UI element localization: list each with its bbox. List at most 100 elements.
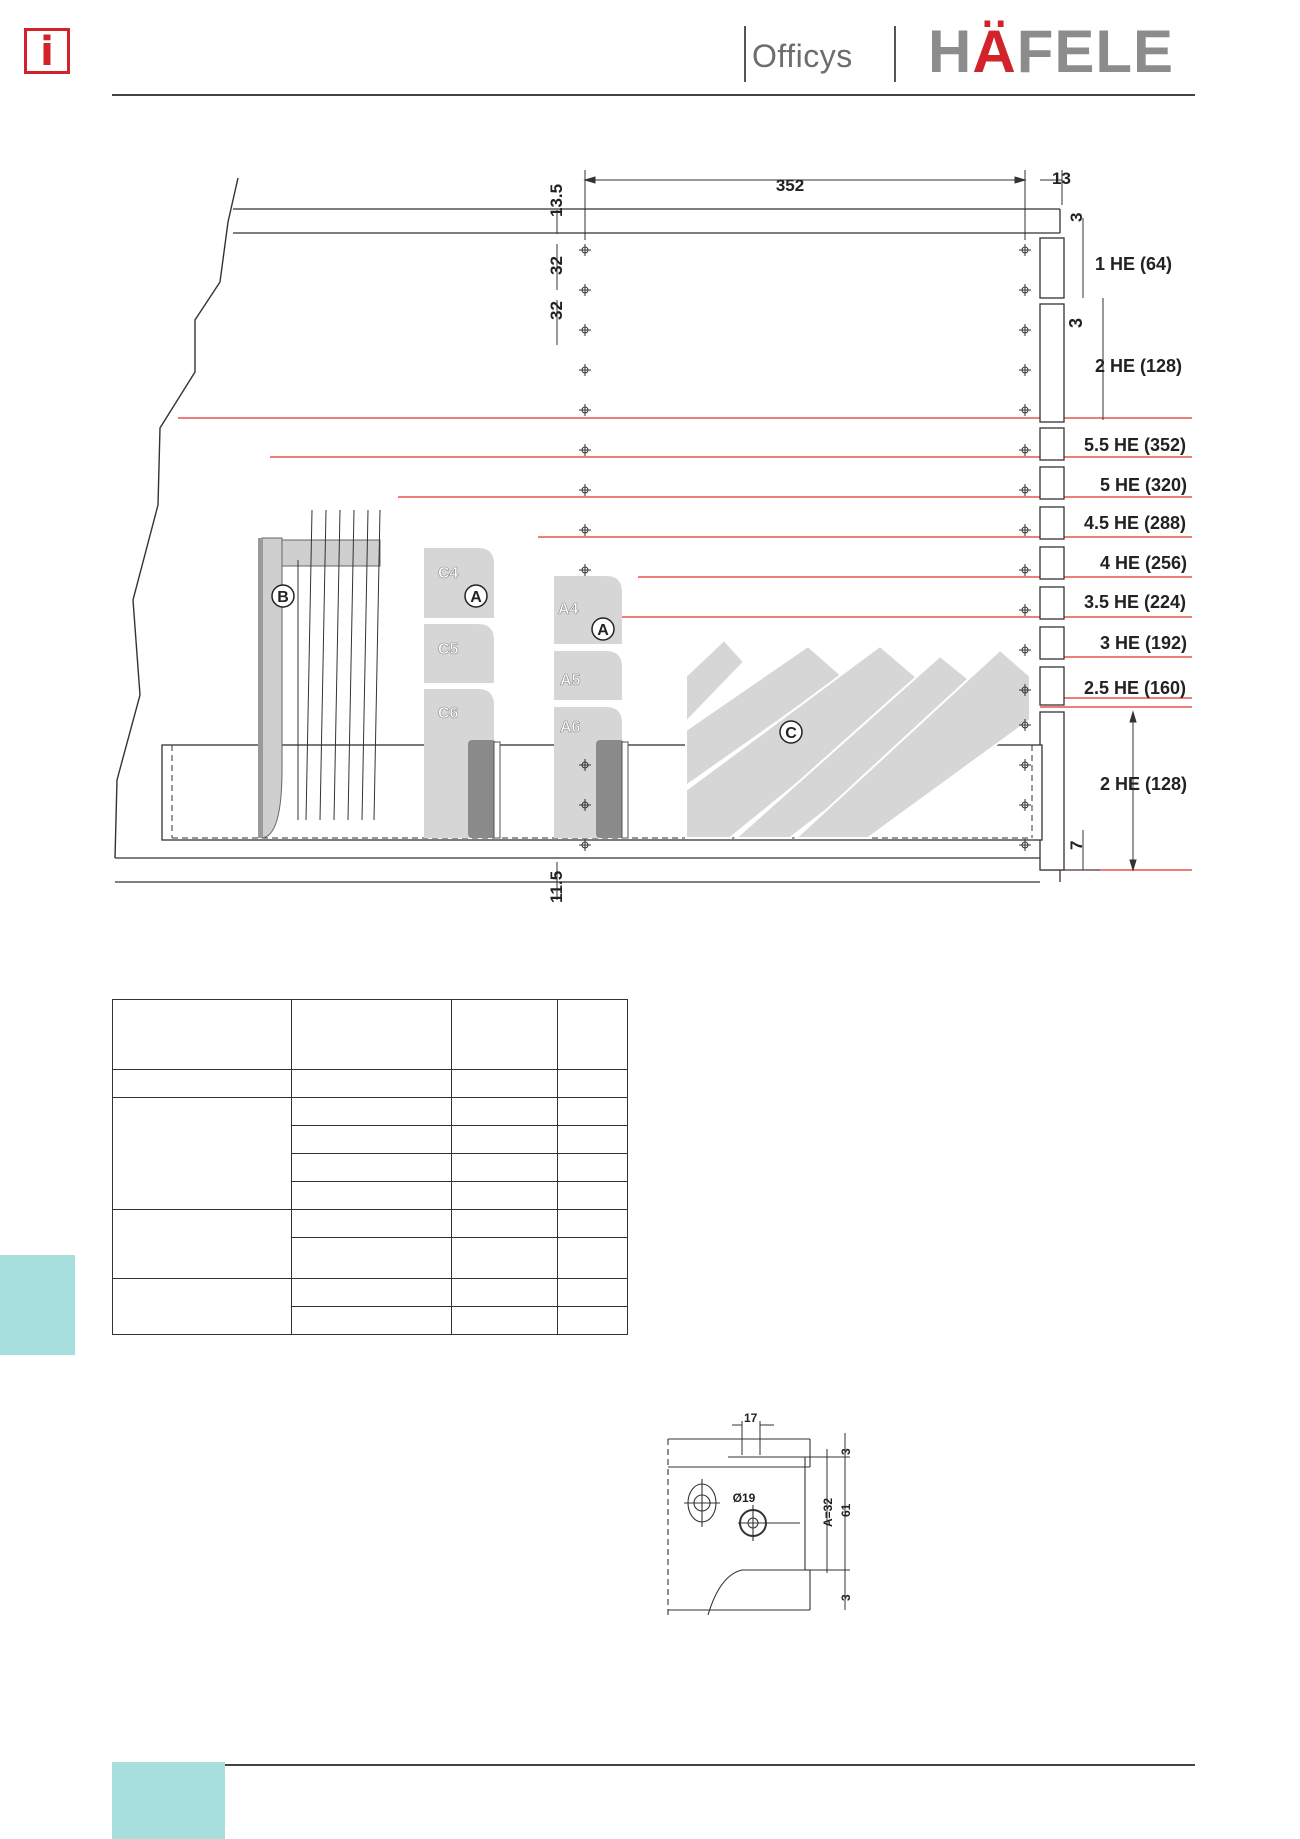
table-cell — [451, 999, 558, 1070]
table-cell — [291, 1306, 452, 1335]
hole-markers — [579, 244, 1031, 851]
he-label-2-5: 2.5 HE (160) — [1084, 678, 1186, 698]
dim-top-span: 352 — [776, 176, 804, 195]
footer-section-tab — [112, 1762, 225, 1839]
table-cell — [291, 1209, 452, 1238]
he-label-gap: 3 — [1066, 318, 1086, 328]
table-cell — [451, 1209, 558, 1238]
callout-a-circle-2 — [591, 617, 615, 641]
he-reference-lines — [178, 417, 1192, 871]
table-cell — [291, 1278, 452, 1307]
he-label-4-5: 4.5 HE (288) — [1084, 513, 1186, 533]
folder-label-a4: A4 — [558, 601, 579, 618]
callout-a-2: A — [597, 622, 609, 639]
table-cell — [557, 1153, 628, 1182]
table-row — [112, 1209, 628, 1279]
table-cell — [557, 1097, 628, 1126]
brand-logo-pre: H — [928, 18, 973, 85]
table-cell — [557, 1278, 628, 1307]
table-cell — [291, 999, 452, 1070]
he-label-2-bottom: 2 HE (128) — [1100, 774, 1187, 794]
brand-logo: HÄFELE — [928, 20, 1174, 84]
table-cell — [557, 999, 628, 1070]
table-cell — [451, 1125, 558, 1154]
table-cell — [451, 1181, 558, 1210]
dim-pitch-b: 32 — [547, 301, 566, 320]
table-cell — [112, 1069, 292, 1098]
brand-logo-post: FELE — [1016, 18, 1175, 85]
spec-table — [112, 999, 628, 1335]
callout-a-circle-1 — [464, 584, 488, 608]
detail-diameter: Ø19 — [733, 1491, 756, 1505]
header-rule — [112, 94, 1195, 96]
he-label-1: 1 HE (64) — [1095, 254, 1172, 274]
detail-height: 61 — [839, 1503, 853, 1517]
lock-detail-outline — [667, 1438, 811, 1616]
folder-stack-a — [554, 576, 629, 839]
folder-label-c4: C4 — [438, 565, 459, 582]
table-row — [112, 1097, 628, 1210]
table-cell — [451, 1153, 558, 1182]
folder-label-c5: C5 — [438, 641, 459, 658]
table-row — [113, 1237, 628, 1279]
he-label-2-top: 2 HE (128) — [1095, 356, 1182, 376]
table-cell — [451, 1278, 558, 1307]
he-label-5: 5 HE (320) — [1100, 475, 1187, 495]
folder-stack-c — [424, 548, 501, 839]
detail-gap-bottom: 3 — [839, 1594, 853, 1601]
detail-gap-top: 3 — [839, 1448, 853, 1455]
diagonal-file-stack-c — [685, 638, 1031, 839]
dim-top-offset: 13.5 — [547, 184, 566, 217]
table-cell — [451, 1097, 558, 1126]
table-row — [113, 1306, 628, 1335]
table-cell — [451, 1306, 558, 1335]
brand-logo-accent: Ä — [972, 18, 1017, 85]
table-cell — [291, 1069, 452, 1098]
table-cell — [557, 1181, 628, 1210]
table-cell — [112, 999, 292, 1070]
he-label-3-5: 3.5 HE (224) — [1084, 592, 1186, 612]
brand-divider-left — [744, 26, 746, 82]
dim-top-edge: 13 — [1052, 169, 1071, 188]
table-cell — [291, 1153, 452, 1182]
bottom-panel — [115, 857, 1061, 883]
table-cell — [557, 1237, 628, 1279]
side-section-tab — [0, 1255, 75, 1355]
table-row — [113, 1153, 628, 1182]
table-cell — [291, 1097, 452, 1126]
table-group-cell — [112, 1209, 292, 1279]
table-row — [113, 1181, 628, 1210]
info-icon-glyph: i — [40, 29, 54, 75]
callout-b: B — [277, 589, 289, 606]
brand-divider-right — [894, 26, 896, 82]
table-cell — [291, 1181, 452, 1210]
callout-c-circle — [779, 720, 803, 744]
cabinet-break-line — [114, 177, 239, 859]
table-cell — [451, 1237, 558, 1279]
callout-a-1: A — [470, 589, 482, 606]
table-cell — [557, 1069, 628, 1098]
table-header-row — [112, 999, 628, 1070]
dim-top-gap: 3 — [1067, 213, 1086, 222]
detail-width: 17 — [744, 1411, 758, 1425]
he-label-3: 3 HE (192) — [1100, 633, 1187, 653]
drawer-cross-section-drawing: 13.5 352 13 3 32 32 11.5 7 1 HE (64) 3 2… — [114, 169, 1192, 903]
table-cell — [291, 1125, 452, 1154]
table-group-cell — [112, 1278, 292, 1335]
table-row — [112, 1069, 628, 1098]
table-cell — [557, 1209, 628, 1238]
dimension-lines — [556, 170, 1137, 900]
footer-rule — [112, 1764, 1195, 1766]
folder-label-a6: A6 — [560, 719, 581, 736]
dim-pitch-a: 32 — [547, 256, 566, 275]
hanging-file-holder-b — [258, 509, 381, 839]
dim-bottom-offset: 11.5 — [547, 871, 566, 903]
lock-detail-dimensions — [732, 1421, 850, 1610]
callout-c: C — [785, 725, 797, 742]
detail-pitch: A=32 — [821, 1498, 835, 1527]
he-label-5-5: 5.5 HE (352) — [1084, 435, 1186, 455]
he-label-4: 4 HE (256) — [1100, 553, 1187, 573]
info-icon: i — [24, 28, 70, 75]
table-row — [112, 1278, 628, 1335]
table-cell — [557, 1125, 628, 1154]
